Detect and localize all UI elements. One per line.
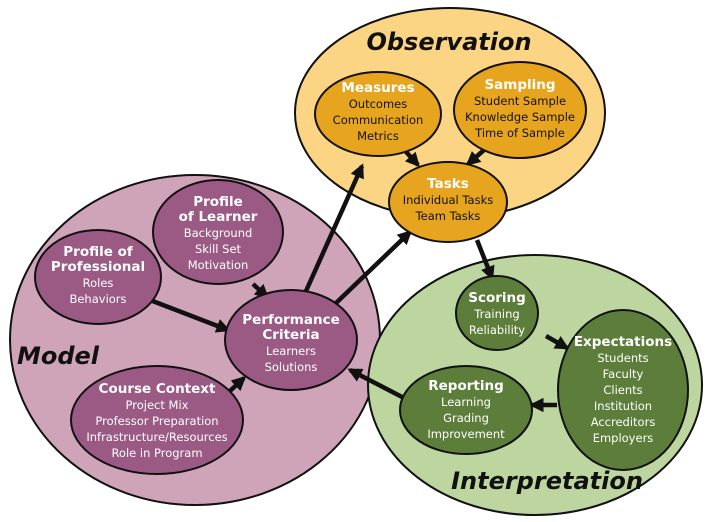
course-context-detail-line: Project Mix (126, 398, 189, 412)
sampling-node (453, 61, 587, 159)
arrow-tasks-to-scoring (474, 239, 495, 281)
performance-criteria-title-line: Criteria (262, 327, 319, 343)
reporting-node (399, 365, 533, 455)
measures-detail-line: Metrics (357, 129, 399, 143)
expectations-detail-line: Faculty (603, 367, 644, 381)
expectations-detail-line: Students (597, 351, 648, 365)
profile-learner-detail-line: Skill Set (195, 242, 242, 256)
profile-learner-detail-line: Background (184, 226, 253, 240)
measures-detail-line: Communication (333, 113, 424, 127)
profile-learner-detail-line: Motivation (188, 258, 249, 272)
performance-criteria-title-line: Performance (242, 312, 339, 328)
sampling-detail-line: Knowledge Sample (465, 110, 575, 124)
arrow-professional-to-criteria (149, 297, 231, 333)
performance-criteria-node (224, 289, 358, 391)
profile-professional-detail-line: Behaviors (69, 292, 126, 306)
scoring-detail-line: Reliability (469, 323, 525, 337)
expectations-detail-line: Employers (593, 431, 654, 445)
interpretation-title: Interpretation (451, 467, 643, 495)
course-context-detail-line: Role in Program (111, 446, 202, 460)
performance-criteria-detail-line: Solutions (265, 360, 318, 374)
observation-title: Observation (366, 28, 531, 56)
tasks-node (388, 161, 508, 243)
arrows (149, 141, 570, 413)
reporting-title-line: Reporting (428, 378, 504, 394)
sampling-title-line: Sampling (484, 77, 555, 93)
arrow-criteria-to-measures (299, 163, 365, 301)
arrow-reporting-to-criteria (347, 368, 406, 400)
profile-professional-title-line: Professional (51, 259, 145, 275)
reporting-detail-line: Learning (441, 395, 491, 409)
tasks-detail-line: Team Tasks (415, 209, 481, 223)
tasks-detail-line: Individual Tasks (403, 193, 493, 207)
scoring-detail-line: Training (473, 307, 519, 321)
profile-professional-node (34, 229, 162, 325)
course-context-title-line: Course Context (99, 381, 216, 397)
performance-criteria-detail-line: Learners (266, 344, 316, 358)
tasks-title-line: Tasks (427, 176, 469, 192)
expectations-detail-line: Institution (594, 399, 652, 413)
sampling-detail-line: Student Sample (474, 94, 566, 108)
expectations-title-line: Expectations (574, 334, 672, 350)
scoring-title-line: Scoring (468, 290, 526, 306)
profile-learner-title-line: of Learner (179, 209, 258, 225)
arrow-criteria-to-tasks (333, 230, 413, 306)
measures-title-line: Measures (341, 80, 414, 96)
reporting-detail-line: Improvement (427, 427, 505, 441)
profile-professional-detail-line: Roles (83, 276, 114, 290)
course-context-detail-line: Infrastructure/Resources (86, 430, 227, 444)
sampling-detail-line: Time of Sample (474, 126, 565, 140)
profile-learner-title-line: Profile (193, 194, 243, 210)
course-context-detail-line: Professor Preparation (95, 414, 218, 428)
expectations-detail-line: Accreditors (591, 415, 656, 429)
scoring-node (455, 275, 539, 351)
course-context-node (70, 365, 244, 475)
arrow-sampling-to-tasks (465, 148, 486, 166)
profile-professional-title-line: Profile of (63, 244, 133, 260)
measures-node (314, 71, 442, 157)
model-title: Model (17, 342, 100, 370)
arrow-scoring-to-expectations (544, 334, 570, 350)
expectations-detail-line: Clients (603, 383, 642, 397)
reporting-detail-line: Grading (443, 411, 489, 425)
expectations-node (557, 309, 689, 471)
profile-learner-node (152, 179, 284, 285)
measures-detail-line: Outcomes (349, 97, 407, 111)
